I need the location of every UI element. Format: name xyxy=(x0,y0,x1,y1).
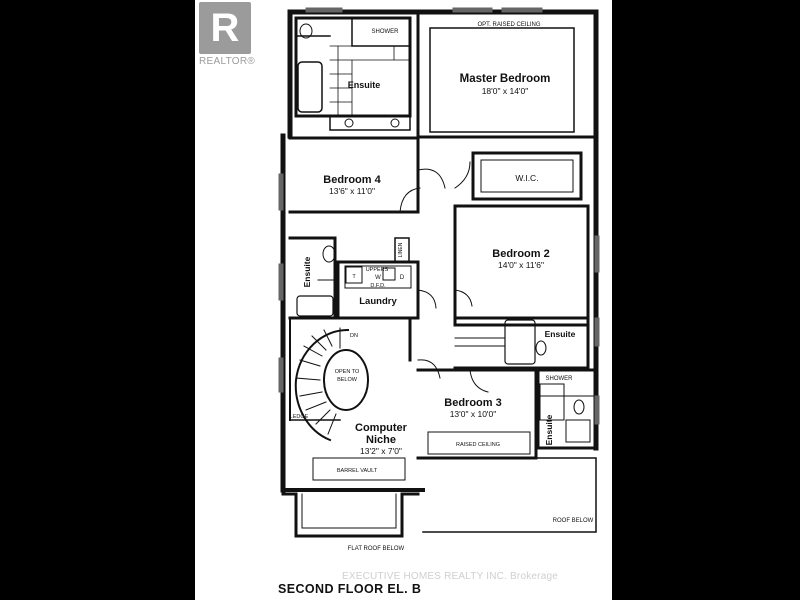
wic-label: W.I.C. xyxy=(515,173,538,183)
bedroom2-size: 14'0" x 11'6" xyxy=(498,260,544,270)
bedroom4-name: Bedroom 4 xyxy=(323,174,381,186)
laundry-label: Laundry xyxy=(359,296,397,307)
bedroom2-name: Bedroom 2 xyxy=(492,248,549,260)
stair-dn-label: DN xyxy=(350,333,358,339)
computer-niche-line2: Niche xyxy=(366,434,396,446)
roof-below-label: ROOF BELOW xyxy=(553,518,594,524)
open-to-label: OPEN TO xyxy=(335,369,360,375)
master-bedroom-size: 18'0" x 14'0" xyxy=(482,86,529,96)
right-letterbox xyxy=(612,0,800,600)
dfd-label: D.F.D. xyxy=(370,283,386,289)
master-bedroom-name: Master Bedroom xyxy=(460,73,551,85)
flat-roof-below-label: FLAT ROOF BELOW xyxy=(348,546,405,552)
ensuite-b2-label: Ensuite xyxy=(545,329,576,339)
raised-ceiling-label: RAISED CEILING xyxy=(456,442,500,448)
logo-letter: R xyxy=(210,6,240,50)
logo-wordmark: REALTOR® xyxy=(199,56,256,67)
brokerage-watermark: EXECUTIVE HOMES REALTY INC. Brokerage xyxy=(342,571,558,582)
shower-b3-label: SHOWER xyxy=(546,376,574,382)
washer-letter: W xyxy=(375,275,381,281)
below-label: BELOW xyxy=(337,377,358,383)
uppers-label: UPPERS xyxy=(366,267,389,273)
opt-raised-ceiling-label: OPT. RAISED CEILING xyxy=(477,22,540,28)
toilet-tub-letter: T xyxy=(352,274,356,280)
linen-label: LINEN xyxy=(398,242,404,257)
floor-plan-caption: SECOND FLOOR EL. B xyxy=(278,582,422,596)
ledge-label: LEDGE xyxy=(290,414,309,420)
bedroom3-name: Bedroom 3 xyxy=(444,397,501,409)
ensuite-top-label: Ensuite xyxy=(348,80,381,90)
computer-niche-size: 13'2" x 7'0" xyxy=(360,446,402,456)
dryer-letter: D xyxy=(400,275,405,281)
computer-niche-line1: Computer xyxy=(355,422,408,434)
shower-top-label: SHOWER xyxy=(372,29,400,35)
ensuite-b3-label: Ensuite xyxy=(544,414,554,445)
bedroom3-size: 13'0" x 10'0" xyxy=(450,409,497,419)
barrel-vault-label: BARREL VAULT xyxy=(337,468,378,474)
realtor-logo-icon: R xyxy=(199,2,251,54)
left-letterbox xyxy=(0,0,195,600)
bedroom4-size: 13'6" x 11'0" xyxy=(329,186,375,196)
ensuite-left-label: Ensuite xyxy=(302,256,312,287)
